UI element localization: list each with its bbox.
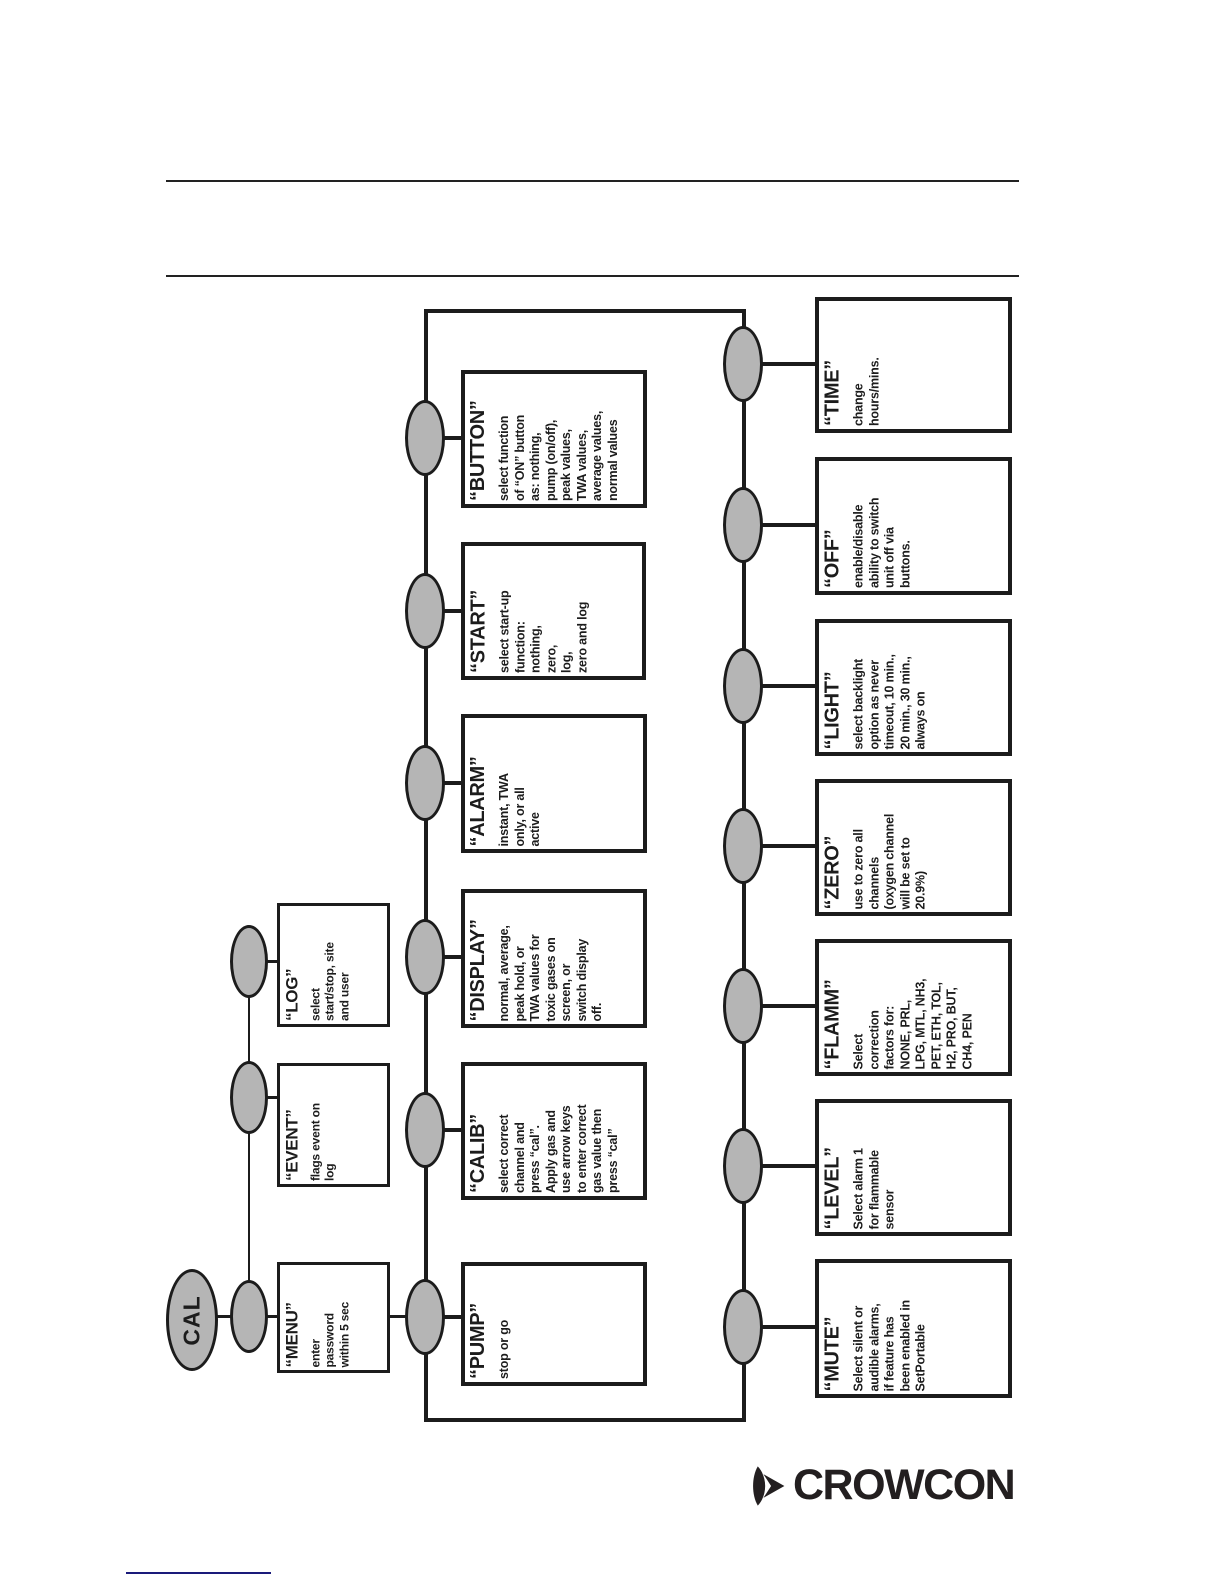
cal-label: CAL (178, 1294, 205, 1346)
line-stub-button (442, 436, 463, 440)
box-body: select start-up function: nothing, zero,… (497, 590, 589, 673)
box-body: Select alarm 1 for flammable sensor (851, 1147, 896, 1229)
menu-box-mute: “MUTE” Select silent or audible alarms, … (815, 1259, 1012, 1398)
menu-box-button: “BUTTON” select function of “ON” button … (461, 370, 647, 508)
node-log (230, 925, 268, 998)
menu-box-time: “TIME” change hours/mins. (815, 297, 1012, 433)
node-start (405, 573, 445, 649)
box-body: use to zero all channels (oxygen channel… (851, 813, 927, 909)
menu-box-log: “LOG” select start/stop, site and user (277, 903, 390, 1027)
menu-box-off: “OFF” enable/disable ability to switch u… (815, 457, 1012, 595)
box-body: select correct channel and press “cal”. … (497, 1104, 620, 1194)
box-title: “LIGHT” (821, 671, 843, 749)
line-loop-bottom (424, 1418, 746, 1422)
menu-box-pump: “PUMP” stop or go (461, 1262, 647, 1386)
line-stub-off (758, 523, 817, 527)
box-body: stop or go (497, 1319, 511, 1379)
node-flamm (723, 968, 763, 1044)
box-title: “PUMP” (467, 1303, 489, 1379)
box-body: Select correction factors for: NONE, PRL… (851, 978, 974, 1069)
node-calib (405, 1092, 445, 1168)
crowcon-logo: CROWCON (748, 1461, 1016, 1509)
menu-box-display: “DISPLAY” normal, average, peak hold, or… (461, 889, 647, 1028)
box-title: “START” (467, 589, 489, 673)
box-title: “EVENT” (282, 1109, 301, 1181)
line-cal-to-menu (214, 1315, 234, 1318)
box-body: select function of “ON” button as: nothi… (497, 410, 620, 501)
line-stub-pump (442, 1315, 463, 1319)
box-title: “MUTE” (821, 1316, 843, 1391)
box-title: “CALIB” (467, 1113, 489, 1193)
menu-box-menu: “MENU” enter password within 5 sec (277, 1262, 390, 1373)
menu-box-event: “EVENT” flags event on log (277, 1063, 390, 1187)
menu-box-zero: “ZERO” use to zero all channels (oxygen … (815, 779, 1012, 916)
header-rule-top (166, 180, 1019, 182)
line-stub-event (266, 1096, 279, 1099)
line-stub-mute (758, 1325, 817, 1329)
box-title: “LEVEL” (821, 1146, 843, 1229)
line-menu-to-loop (388, 1315, 408, 1318)
node-event (230, 1061, 268, 1134)
line-stub-light (758, 684, 817, 688)
line-stub-start (442, 609, 463, 613)
menu-box-calib: “CALIB” select correct channel and press… (461, 1062, 647, 1200)
node-time (723, 326, 763, 402)
line-stub-zero (758, 844, 817, 848)
line-stub-level (758, 1164, 817, 1168)
logo-text: CROWCON (793, 1461, 1016, 1509)
box-body: instant, TWA only, or all active (497, 772, 542, 846)
line-stub-flamm (758, 1004, 817, 1008)
box-body: select backlight option as never timeout… (851, 653, 927, 749)
node-off (723, 487, 763, 563)
header-rule-bottom (166, 275, 1019, 277)
box-title: “TIME” (821, 360, 843, 426)
menu-box-flamm: “FLAMM” Select correction factors for: N… (815, 939, 1012, 1076)
node-alarm (405, 745, 445, 821)
box-body: flags event on log (307, 1103, 337, 1181)
menu-box-start: “START” select start-up function: nothin… (461, 542, 646, 680)
node-cal: CAL (166, 1269, 218, 1371)
node-pump (405, 1279, 445, 1355)
line-loop-top (424, 309, 746, 313)
node-menu (230, 1280, 268, 1353)
box-title: “BUTTON” (467, 400, 489, 501)
footer-rule (126, 1572, 271, 1574)
node-button (405, 400, 445, 476)
line-stub-time (758, 362, 817, 366)
node-light (723, 648, 763, 724)
box-body: normal, average, peak hold, or TWA value… (497, 924, 604, 1021)
menu-box-light: “LIGHT” select backlight option as never… (815, 619, 1012, 756)
line-stub-calib (442, 1128, 463, 1132)
box-title: “LOG” (282, 968, 301, 1021)
box-title: “OFF” (821, 529, 843, 589)
menu-box-level: “LEVEL” Select alarm 1 for flammable sen… (815, 1099, 1012, 1236)
line-entry-spine (248, 960, 250, 1318)
node-level (723, 1128, 763, 1204)
box-body: select start/stop, site and user (307, 942, 352, 1021)
box-title: “MENU” (282, 1301, 301, 1367)
line-stub-log (266, 960, 279, 963)
node-display (405, 919, 445, 995)
line-stub-display (442, 955, 463, 959)
box-body: change hours/mins. (851, 357, 881, 426)
box-title: “DISPLAY” (467, 918, 489, 1021)
line-loop-left-spine (424, 309, 428, 1422)
box-title: “FLAMM” (821, 978, 843, 1069)
crowcon-chevron-icon (753, 1465, 785, 1506)
box-body: enter password within 5 sec (307, 1301, 352, 1367)
menu-box-alarm: “ALARM” instant, TWA only, or all active (461, 714, 647, 853)
box-title: “ALARM” (467, 755, 489, 846)
box-body: Select silent or audible alarms, if feat… (851, 1299, 927, 1391)
line-stub-alarm (442, 781, 463, 785)
box-title: “ZERO” (821, 835, 843, 909)
line-stub-menu (266, 1315, 279, 1318)
node-mute (723, 1289, 763, 1365)
node-zero (723, 808, 763, 884)
box-body: enable/disable ability to switch unit of… (851, 497, 912, 588)
